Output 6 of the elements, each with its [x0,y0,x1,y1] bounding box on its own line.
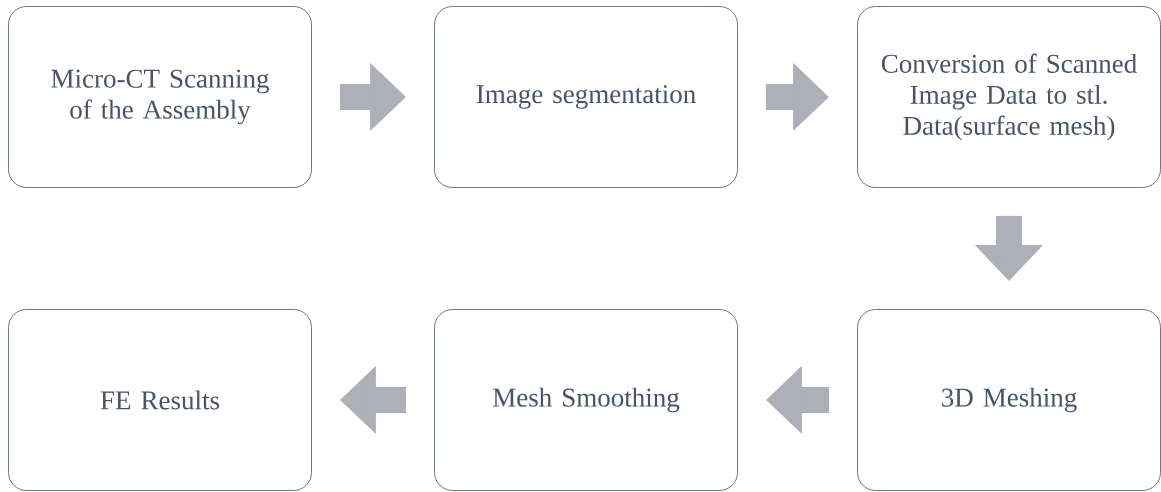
process-box: FE Results [8,309,312,491]
process-box: Micro-CT Scanning of the Assembly [8,6,312,188]
process-box: 3D Meshing [857,309,1161,491]
process-box: Mesh Smoothing [434,309,738,491]
process-box: Conversion of Scanned Image Data to stl. Data(surface mesh) [857,6,1161,188]
process-box: Image segmentation [434,6,738,188]
